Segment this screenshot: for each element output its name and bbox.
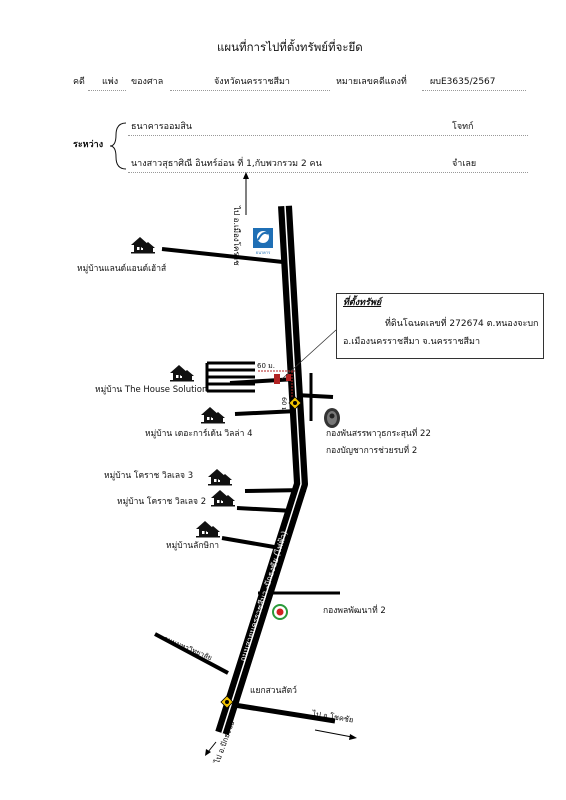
house-icon bbox=[131, 237, 155, 254]
arrow-icon bbox=[314, 729, 357, 740]
military-label: กองบัญชาการช่วยรบที่ 2 bbox=[326, 446, 418, 456]
village-label: หมู่บ้าน โคราช วิลเลจ 3 bbox=[104, 471, 194, 481]
dist-60m-horizontal: 60 ม. bbox=[257, 362, 275, 370]
arrow-icon bbox=[205, 741, 217, 756]
road-land-and-house bbox=[161, 247, 284, 264]
red-case-label: หมายเลขคดีแดงที่ bbox=[336, 77, 407, 87]
bank-logo-icon: ธนาคาร bbox=[253, 228, 273, 255]
property-marker bbox=[274, 374, 280, 384]
property-line-2: อ.เมืองนครราชสีมา จ.นครราชสีมา bbox=[343, 337, 481, 347]
property-line-1: ที่ดินโฉนดเลขที่ 272674 ต.หนองจะบก bbox=[385, 319, 539, 329]
road-university bbox=[154, 632, 229, 675]
main-road-label: ถนนสายนครราชสีมา -ปักธงชัย (ไฟฟ้า) bbox=[238, 530, 289, 663]
village-label: หมู่บ้าน โคราช วิลเลจ 2 bbox=[117, 497, 207, 507]
house-icon bbox=[208, 469, 232, 486]
traffic-light-icon bbox=[288, 396, 302, 410]
road-zoo-junction bbox=[227, 701, 336, 724]
house-solution-grid bbox=[205, 361, 255, 393]
case-type: แพ่ง bbox=[102, 77, 119, 87]
house-icon bbox=[211, 490, 235, 507]
court-name: จังหวัดนครราชสีมา bbox=[214, 77, 290, 87]
military-label: กองพลพัฒนาที่ 2 bbox=[323, 606, 386, 616]
village-label: หมู่บ้าน เดอะการ์เด้น วิลล่า 4 bbox=[145, 429, 253, 439]
defendant-name: นางสาวสุธาศิณี อินทร์อ่อน ที่ 1,กับพวกรว… bbox=[131, 159, 322, 169]
village-label: หมู่บ้าน The House Solution bbox=[95, 385, 208, 395]
svg-text:ธนาคาร: ธนาคาร bbox=[256, 250, 271, 255]
house-icon bbox=[170, 365, 194, 382]
dir-north-label: ไป อ.เมืองโคราช bbox=[232, 205, 242, 266]
house-icon bbox=[201, 407, 225, 424]
court-label: ของศาล bbox=[131, 77, 164, 87]
army-emblem-icon bbox=[272, 604, 288, 620]
case-label: คดี bbox=[73, 77, 85, 87]
military-emblem-icon bbox=[324, 408, 340, 428]
traffic-light-icon bbox=[220, 695, 234, 709]
between-label: ระหว่าง bbox=[73, 140, 104, 150]
road-laksika bbox=[221, 536, 281, 550]
defendant-role: จำเลย bbox=[452, 159, 477, 169]
plaintiff-role: โจทก์ bbox=[452, 122, 474, 132]
dist-60m-vertical: 60 ม. bbox=[280, 397, 288, 414]
red-case-number: ผบE3635/2567 bbox=[430, 77, 496, 87]
road-village-2 bbox=[236, 506, 295, 513]
village-label: หมู่บ้านลักษิกา bbox=[166, 541, 220, 551]
military-label: กองพันสรรพาวุธกระสุนที่ 22 bbox=[326, 429, 431, 439]
road-garden-villa bbox=[234, 409, 298, 416]
road-house-solution bbox=[229, 377, 297, 385]
map-title: แผนที่การไปที่ตั้งทรัพย์ที่จะยึด bbox=[217, 40, 363, 54]
property-location-box: ที่ตั้งทรัพย์ ที่ดินโฉนดเลขที่ 272674 ต.… bbox=[336, 293, 544, 359]
village-label: หมู่บ้านแลนด์แอนด์เฮ้าส์ bbox=[77, 264, 167, 274]
junction-label: แยกสวนสัตว์ bbox=[250, 686, 297, 696]
university-road-label: ถนนมหาวิทยาลัย bbox=[162, 634, 213, 662]
house-icon bbox=[196, 521, 220, 538]
property-pointer-line bbox=[281, 329, 337, 380]
property-heading: ที่ตั้งทรัพย์ bbox=[343, 298, 382, 308]
arrow-icon bbox=[243, 172, 249, 215]
plaintiff-name: ธนาคารออมสิน bbox=[131, 122, 192, 132]
